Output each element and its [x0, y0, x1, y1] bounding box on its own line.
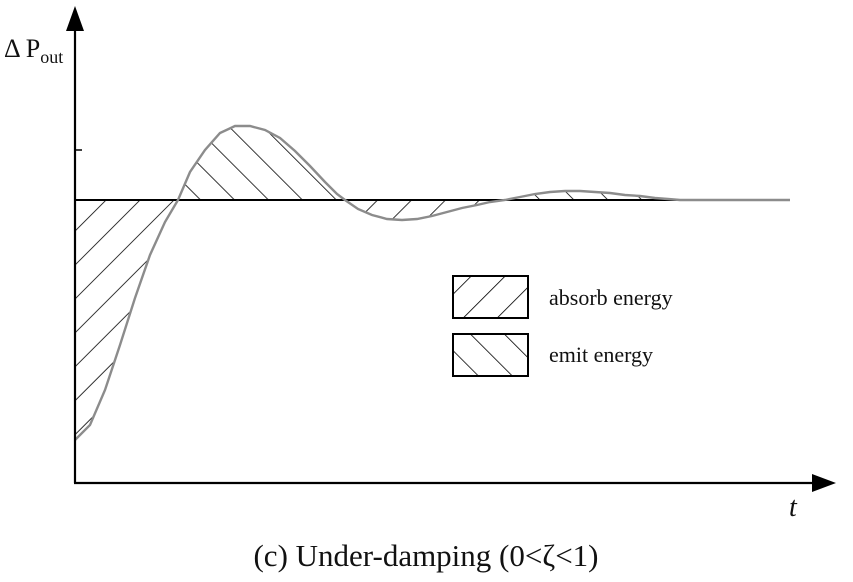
legend-label-absorb: absorb energy: [549, 285, 673, 310]
emit-energy-region: [75, 126, 790, 200]
figure-caption: (c) Under-damping (0<ζ<1): [253, 538, 598, 573]
legend-swatch-emit: [452, 333, 529, 377]
absorb-energy-region: [75, 200, 790, 440]
response-curve: [74, 124, 790, 441]
x-axis-label: t: [789, 492, 798, 523]
y-axis-label: Δ Pout: [4, 34, 63, 67]
x-axis-arrow-icon: [812, 474, 836, 492]
legend-label-emit: emit energy: [549, 342, 653, 367]
legend: absorb energy emit energy: [452, 275, 673, 377]
legend-swatch-absorb: [452, 275, 529, 319]
y-axis-arrow-icon: [66, 6, 84, 31]
